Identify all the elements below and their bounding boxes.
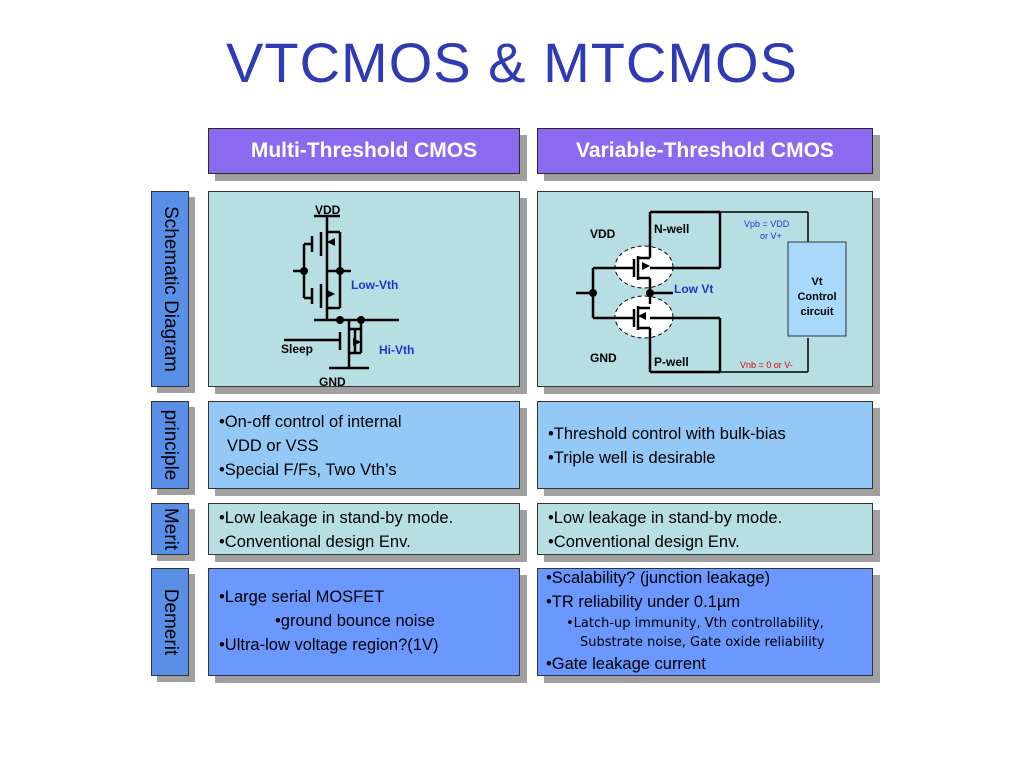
header-variable-threshold: Variable-Threshold CMOS xyxy=(537,128,873,174)
vt-merit-line: •Low leakage in stand-by mode. xyxy=(548,509,783,527)
row-label-demerit-text: Demerit xyxy=(160,588,181,656)
mt-schematic-panel: VDD Low-Vth Hi-Vth Sleep GND xyxy=(208,191,520,389)
vt-demerit-line: •Scalability? (junction leakage) xyxy=(546,569,771,587)
mt-merit-line: •Low leakage in stand-by mode. xyxy=(219,509,454,527)
mt-hi-vth-label: Hi-Vth xyxy=(379,343,414,357)
vt-principle-text: •Threshold control with bulk-bias •Tripl… xyxy=(548,422,786,470)
mt-merit-line: •Conventional design Env. xyxy=(219,533,411,551)
vt-demerit-panel: •Scalability? (junction leakage) •TR rel… xyxy=(537,568,873,676)
vt-principle-panel: •Threshold control with bulk-bias •Tripl… xyxy=(537,401,873,489)
header-mt-label: Multi-Threshold CMOS xyxy=(250,139,478,162)
row-label-schematic-text: Schematic Diagram xyxy=(160,206,181,372)
vt-principle-line: •Threshold control with bulk-bias xyxy=(548,425,786,443)
mt-principle-line: VDD or VSS xyxy=(227,437,319,455)
row-label-demerit: Demerit xyxy=(151,568,189,676)
vtcmos-circuit-diagram: Vt Control circuit VDD N-well Low Vt GND… xyxy=(576,210,847,374)
vt-pwell-label: P-well xyxy=(654,355,689,369)
vt-low-vt-label: Low Vt xyxy=(674,282,713,296)
vt-demerit-line: •TR reliability under 0.1µm xyxy=(546,593,741,611)
vt-demerit-line: •Gate leakage current xyxy=(546,655,706,673)
vt-merit-text: •Low leakage in stand-by mode. •Conventi… xyxy=(548,506,782,554)
vt-control-line3: circuit xyxy=(800,306,833,318)
row-label-principle-text: principle xyxy=(160,409,181,481)
mt-sleep-label: Sleep xyxy=(281,342,313,356)
mt-principle-line: •On-off control of internal xyxy=(219,413,402,431)
vt-vnb-label: Vnb = 0 or V- xyxy=(740,360,793,370)
vt-demerit-line: Substrate noise, Gate oxide reliability xyxy=(580,635,825,650)
mt-merit-panel: •Low leakage in stand-by mode. •Conventi… xyxy=(208,503,520,555)
mt-demerit-text: •Large serial MOSFET •ground bounce nois… xyxy=(219,585,438,657)
header-multi-threshold: Multi-Threshold CMOS xyxy=(208,128,520,174)
vt-nwell-label: N-well xyxy=(654,222,689,236)
mtcmos-circuit-diagram: VDD Low-Vth Hi-Vth Sleep GND xyxy=(281,203,414,389)
row-label-principle: principle xyxy=(151,401,189,489)
vt-vdd-label: VDD xyxy=(590,227,616,241)
mt-demerit-line: •Ultra-low voltage region?(1V) xyxy=(219,636,439,654)
vt-control-line1: Vt xyxy=(812,276,823,288)
mt-demerit-line: •Large serial MOSFET xyxy=(219,588,385,606)
vt-merit-line: •Conventional design Env. xyxy=(548,533,740,551)
mt-principle-line: •Special F/Fs, Two Vth’s xyxy=(219,461,397,479)
vt-principle-line: •Triple well is desirable xyxy=(548,449,716,467)
mt-principle-text: •On-off control of internal VDD or VSS •… xyxy=(219,410,401,482)
mt-demerit-panel: •Large serial MOSFET •ground bounce nois… xyxy=(208,568,520,676)
mt-principle-panel: •On-off control of internal VDD or VSS •… xyxy=(208,401,520,489)
mt-merit-text: •Low leakage in stand-by mode. •Conventi… xyxy=(219,506,453,554)
vt-gnd-label: GND xyxy=(590,351,617,365)
mt-demerit-line: •ground bounce noise xyxy=(275,612,435,630)
vt-demerit-line: •Latch-up immunity, Vth controllability, xyxy=(566,616,824,631)
vt-schematic-panel: Vt Control circuit VDD N-well Low Vt GND… xyxy=(537,191,873,387)
vt-merit-panel: •Low leakage in stand-by mode. •Conventi… xyxy=(537,503,873,555)
mt-gnd-label: GND xyxy=(319,375,346,388)
vt-control-line2: Control xyxy=(797,291,836,303)
row-label-merit: Merit xyxy=(151,503,189,555)
row-label-merit-text: Merit xyxy=(160,507,181,551)
mt-vdd-label: VDD xyxy=(315,203,341,217)
vt-vpb-label: Vpb = VDD xyxy=(744,219,790,229)
row-label-schematic: Schematic Diagram xyxy=(151,191,189,387)
mt-low-vth-label: Low-Vth xyxy=(351,278,398,292)
header-vt-label: Variable-Threshold CMOS xyxy=(576,139,834,162)
vt-demerit-text: •Scalability? (junction leakage) •TR rel… xyxy=(546,566,825,676)
vt-vpb-label2: or V+ xyxy=(760,231,782,241)
slide-title: VTCMOS & MTCMOS xyxy=(226,31,798,94)
